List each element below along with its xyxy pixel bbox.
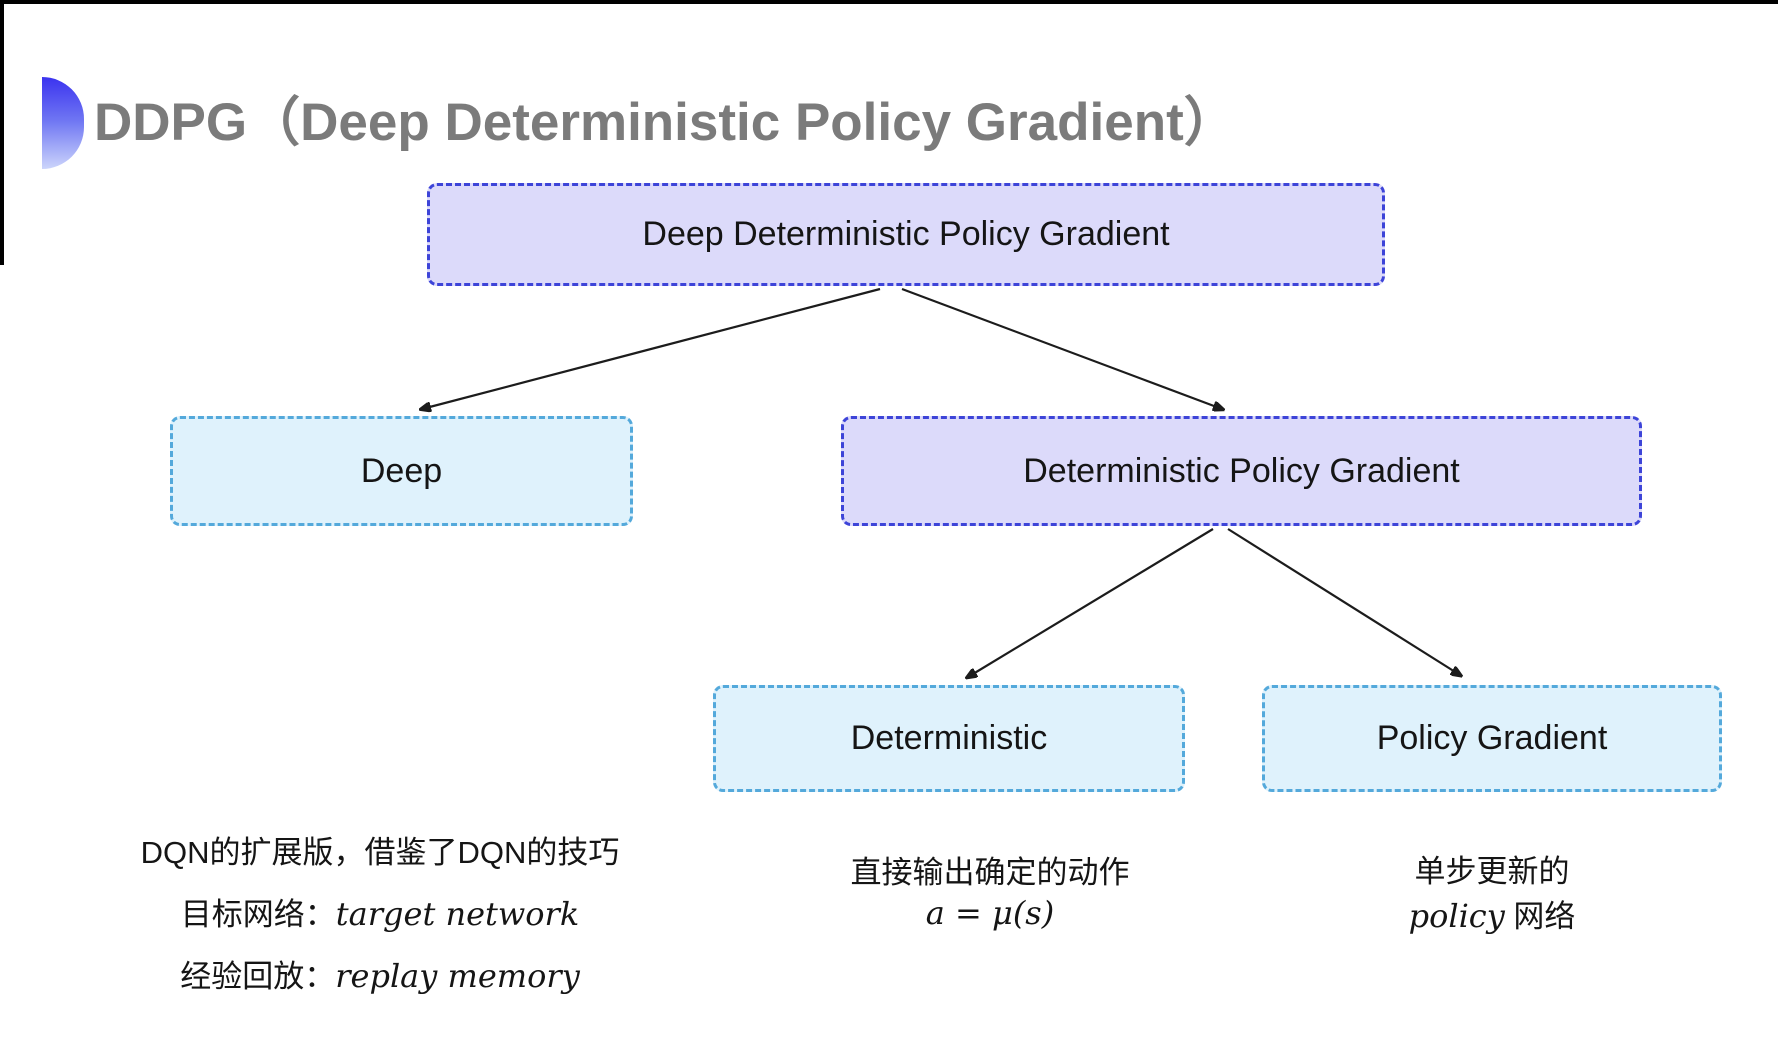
page-title: DDPG（Deep Deterministic Policy Gradient） (94, 93, 1237, 152)
arrow-root-to-dpg (901, 287, 1222, 409)
node-deterministic-policy-gradient: Deterministic Policy Gradient (841, 416, 1642, 526)
left-frame-line (0, 0, 4, 265)
target-network-label: 目标网络： (180, 897, 336, 932)
note-deterministic: 直接输出确定的动作 a = μ(s) (790, 852, 1190, 934)
target-network-value: target network (335, 895, 580, 933)
network-word: 网络 (1504, 899, 1576, 934)
replay-memory-label: 经验回放： (180, 959, 336, 994)
note-deterministic-formula: a = μ(s) (925, 894, 1055, 932)
top-frame-line (0, 0, 1778, 4)
node-policy-gradient: Policy Gradient (1262, 685, 1722, 792)
node-deterministic: Deterministic (713, 685, 1185, 792)
arrow-root-to-deep (422, 287, 881, 409)
note-deep-dqn: DQN的扩展版，借鉴了DQN的技巧 目标网络：target network 经验… (120, 832, 640, 1017)
policy-word-italic: policy (1408, 897, 1505, 935)
title-bullet-semicircle-icon (42, 77, 84, 169)
replay-memory-value: replay memory (335, 957, 580, 995)
note-deterministic-line1: 直接输出确定的动作 (850, 855, 1130, 890)
note-deep-line1: DQN的扩展版，借鉴了DQN的技巧 (140, 835, 620, 870)
arrow-dpg-to-deterministic (968, 528, 1214, 677)
node-deep: Deep (170, 416, 633, 526)
note-deep-line3: 经验回放：replay memory (120, 955, 640, 998)
note-deep-line2: 目标网络：target network (120, 893, 640, 936)
arrow-dpg-to-policy-gradient (1227, 528, 1460, 675)
note-policy-gradient: 单步更新的 policy 网络 (1292, 849, 1692, 939)
note-policy-gradient-line1: 单步更新的 (1414, 854, 1570, 889)
note-policy-gradient-line2: policy 网络 (1292, 894, 1692, 939)
node-deep-deterministic-policy-gradient: Deep Deterministic Policy Gradient (427, 183, 1385, 286)
